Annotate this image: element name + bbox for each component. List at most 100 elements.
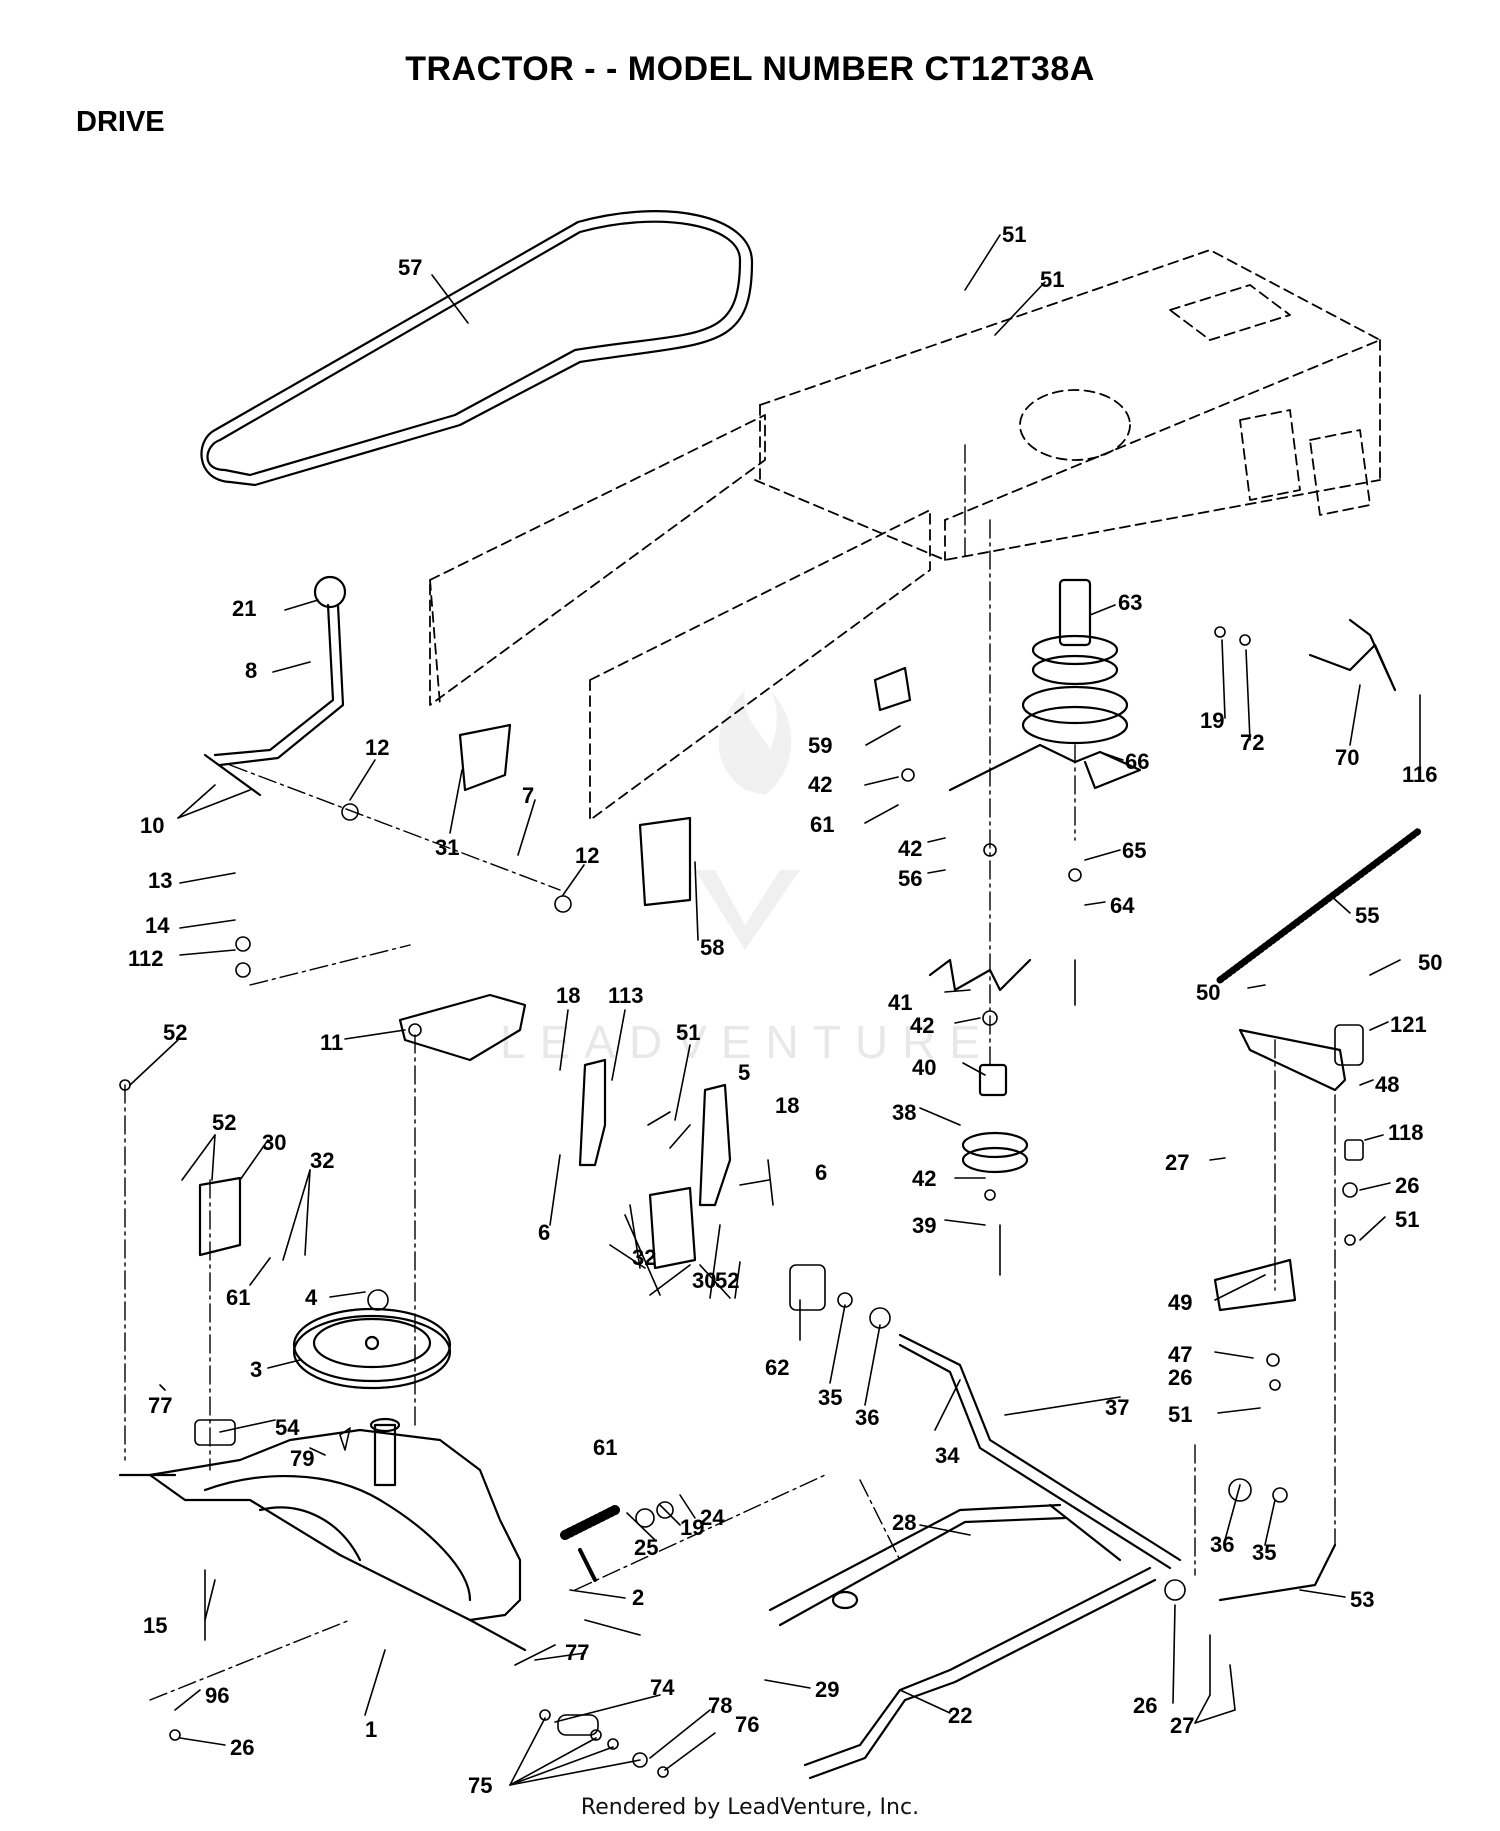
callout: 51 bbox=[1040, 267, 1064, 292]
callout: 56 bbox=[898, 866, 922, 891]
callout: 78 bbox=[708, 1693, 732, 1718]
callout: 47 bbox=[1168, 1342, 1192, 1367]
page-title: TRACTOR - - MODEL NUMBER CT12T38A bbox=[405, 50, 1095, 88]
callout: 52 bbox=[212, 1110, 236, 1135]
callout: 32 bbox=[310, 1148, 334, 1173]
transmission-pulley bbox=[292, 1307, 452, 1390]
callout: 36 bbox=[855, 1405, 879, 1430]
callout: 64 bbox=[1110, 893, 1135, 918]
callout: 52 bbox=[163, 1020, 187, 1045]
callout: 28 bbox=[892, 1510, 916, 1535]
watermark-text: LEADVENTURE bbox=[500, 1016, 994, 1068]
callout: 63 bbox=[1118, 590, 1142, 615]
hardware bbox=[119, 626, 1364, 1778]
callout: 18 bbox=[556, 983, 580, 1008]
callout: 11 bbox=[320, 1030, 343, 1055]
callout: 53 bbox=[1350, 1587, 1374, 1612]
callout: 1 bbox=[365, 1717, 377, 1742]
flame-watermark-icon bbox=[718, 690, 792, 795]
tractor-frame bbox=[429, 249, 1381, 821]
callout: 57 bbox=[398, 255, 422, 280]
drive-belt bbox=[200, 210, 754, 487]
callout: 12 bbox=[575, 843, 599, 868]
callout: 30 bbox=[692, 1268, 716, 1293]
shift-lever bbox=[203, 575, 347, 797]
callout: 19 bbox=[1200, 708, 1224, 733]
callout: 42 bbox=[910, 1013, 934, 1038]
callout: 77 bbox=[148, 1393, 172, 1418]
callout: 52 bbox=[715, 1268, 739, 1293]
callout: 15 bbox=[143, 1613, 167, 1638]
callout: 30 bbox=[262, 1130, 286, 1155]
springs-wire bbox=[873, 618, 1397, 992]
callout: 36 bbox=[1210, 1532, 1234, 1557]
callout: 4 bbox=[305, 1285, 318, 1310]
callout: 13 bbox=[148, 868, 172, 893]
callout-labels: 57 51 51 63 19 72 70 11 6 21 8 12 3 1 7 10… bbox=[128, 222, 1442, 1798]
callout: 37 bbox=[1105, 1395, 1129, 1420]
callout: 25 bbox=[634, 1535, 658, 1560]
callout: 59 bbox=[808, 733, 832, 758]
callout: 51 bbox=[676, 1020, 700, 1045]
callout: 8 bbox=[245, 658, 257, 683]
callout: 118 bbox=[1388, 1120, 1424, 1145]
callout: 34 bbox=[935, 1443, 960, 1468]
shift-knob bbox=[313, 575, 347, 609]
callout: 79 bbox=[290, 1446, 314, 1471]
callout: 35 bbox=[1252, 1540, 1276, 1565]
callout: 77 bbox=[565, 1640, 589, 1665]
callout: 5 bbox=[738, 1060, 750, 1085]
callout: 26 bbox=[1395, 1173, 1419, 1198]
callout: 72 bbox=[1240, 730, 1264, 755]
extension-spring bbox=[1216, 826, 1424, 984]
callout: 50 bbox=[1418, 950, 1442, 975]
callout: 7 bbox=[522, 783, 534, 808]
callout: 3 bbox=[250, 1357, 262, 1382]
callout: 10 bbox=[140, 813, 164, 838]
callout: 61 bbox=[226, 1285, 250, 1310]
engine-pulley bbox=[1021, 578, 1129, 745]
callout: 51 bbox=[1395, 1207, 1419, 1232]
callout: 62 bbox=[765, 1355, 789, 1380]
callout: 6 bbox=[815, 1160, 827, 1185]
callout: 19 bbox=[680, 1515, 704, 1540]
callout: 27 bbox=[1165, 1150, 1189, 1175]
callout: 58 bbox=[700, 935, 724, 960]
callout: 42 bbox=[808, 772, 832, 797]
callout: 39 bbox=[912, 1213, 936, 1238]
brackets bbox=[198, 723, 1347, 1312]
callout: 38 bbox=[892, 1100, 916, 1125]
watermark: LEADVENTURE bbox=[500, 690, 994, 1068]
callout: 2 bbox=[632, 1585, 644, 1610]
callout: 24 bbox=[700, 1505, 725, 1530]
callout: 49 bbox=[1168, 1290, 1192, 1315]
callout: 21 bbox=[232, 596, 256, 621]
callout: 29 bbox=[815, 1677, 839, 1702]
callout: 51 bbox=[1002, 222, 1026, 247]
callout: 41 bbox=[888, 990, 912, 1015]
callout: 14 bbox=[145, 913, 170, 938]
callout: 61 bbox=[593, 1435, 617, 1460]
callout: 54 bbox=[275, 1415, 300, 1440]
callout: 35 bbox=[818, 1385, 842, 1410]
callout: 55 bbox=[1355, 903, 1379, 928]
assembly-lines bbox=[124, 444, 1336, 1701]
callout: 96 bbox=[205, 1683, 229, 1708]
transaxle bbox=[118, 1417, 527, 1652]
callout: 70 bbox=[1335, 745, 1359, 770]
linkage-rods bbox=[768, 1333, 1337, 1780]
callout: 112 bbox=[128, 946, 164, 971]
callout: 32 bbox=[632, 1245, 656, 1270]
callout: 61 bbox=[810, 812, 834, 837]
callout: 65 bbox=[1122, 838, 1146, 863]
callout: 40 bbox=[912, 1055, 936, 1080]
callout: 76 bbox=[735, 1712, 759, 1737]
v-watermark-icon bbox=[695, 870, 800, 950]
callout: 12 bbox=[365, 735, 389, 760]
callout: 66 bbox=[1125, 749, 1149, 774]
callout: 27 bbox=[1170, 1713, 1194, 1738]
callout: 26 bbox=[230, 1735, 254, 1760]
callout: 26 bbox=[1168, 1365, 1192, 1390]
callout: 22 bbox=[948, 1703, 972, 1728]
